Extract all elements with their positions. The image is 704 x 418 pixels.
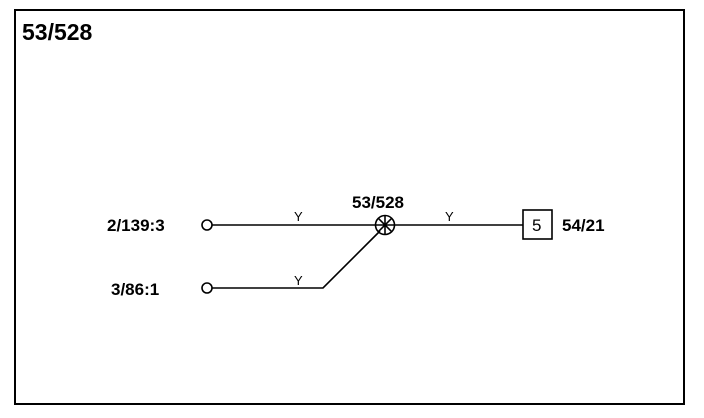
terminal-box xyxy=(522,209,553,240)
splice-star-icon xyxy=(374,214,396,236)
connector-label-left-top: 2/139:3 xyxy=(107,216,165,235)
terminal-circle-left-bottom xyxy=(201,282,213,294)
connector-label-right: 54/21 xyxy=(562,216,605,235)
connector-label-left-bottom: 3/86:1 xyxy=(111,280,159,299)
wire-color-top-left: Y xyxy=(294,209,303,224)
wire-color-right: Y xyxy=(445,209,454,224)
splice-label: 53/528 xyxy=(352,193,404,212)
diagram-frame xyxy=(14,9,685,405)
wire-color-bottom-left: Y xyxy=(294,273,303,288)
wire-bottom-left xyxy=(212,230,381,289)
diagram-title: 53/528 xyxy=(22,19,93,45)
terminal-box-pin: 5 xyxy=(532,216,541,235)
terminal-circle-left-top xyxy=(201,219,213,231)
